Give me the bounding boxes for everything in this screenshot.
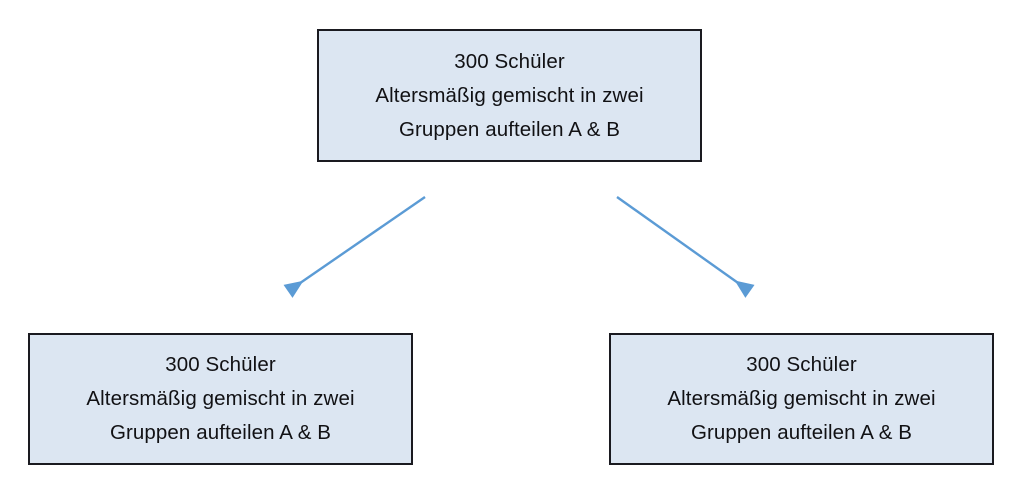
node-group-a-line-2: Altersmäßig gemischt in zwei	[86, 387, 355, 410]
node-group-b-line-1: 300 Schüler	[746, 353, 857, 376]
edge-root-to-group-b	[616, 196, 755, 298]
node-root-line-1: 300 Schüler	[454, 49, 565, 73]
node-root-line-2: Altersmäßig gemischt in zwei	[375, 83, 644, 107]
node-group-a-line-1: 300 Schüler	[165, 353, 276, 376]
node-group-a-box[interactable]: 300 Schüler Altersmäßig gemischt in zwei…	[28, 333, 413, 465]
node-group-b-line-3: Gruppen aufteilen A & B	[690, 421, 913, 444]
node-root-line-3: Gruppen aufteilen A & B	[398, 117, 621, 141]
node-root-box[interactable]: 300 Schüler Altersmäßig gemischt in zwei…	[317, 29, 702, 162]
node-group-b-line-2: Altersmäßig gemischt in zwei	[667, 387, 936, 410]
edge-root-to-group-a	[283, 196, 426, 298]
node-group-b-box[interactable]: 300 Schüler Altersmäßig gemischt in zwei…	[609, 333, 994, 465]
node-group-a-line-3: Gruppen aufteilen A & B	[109, 421, 332, 444]
